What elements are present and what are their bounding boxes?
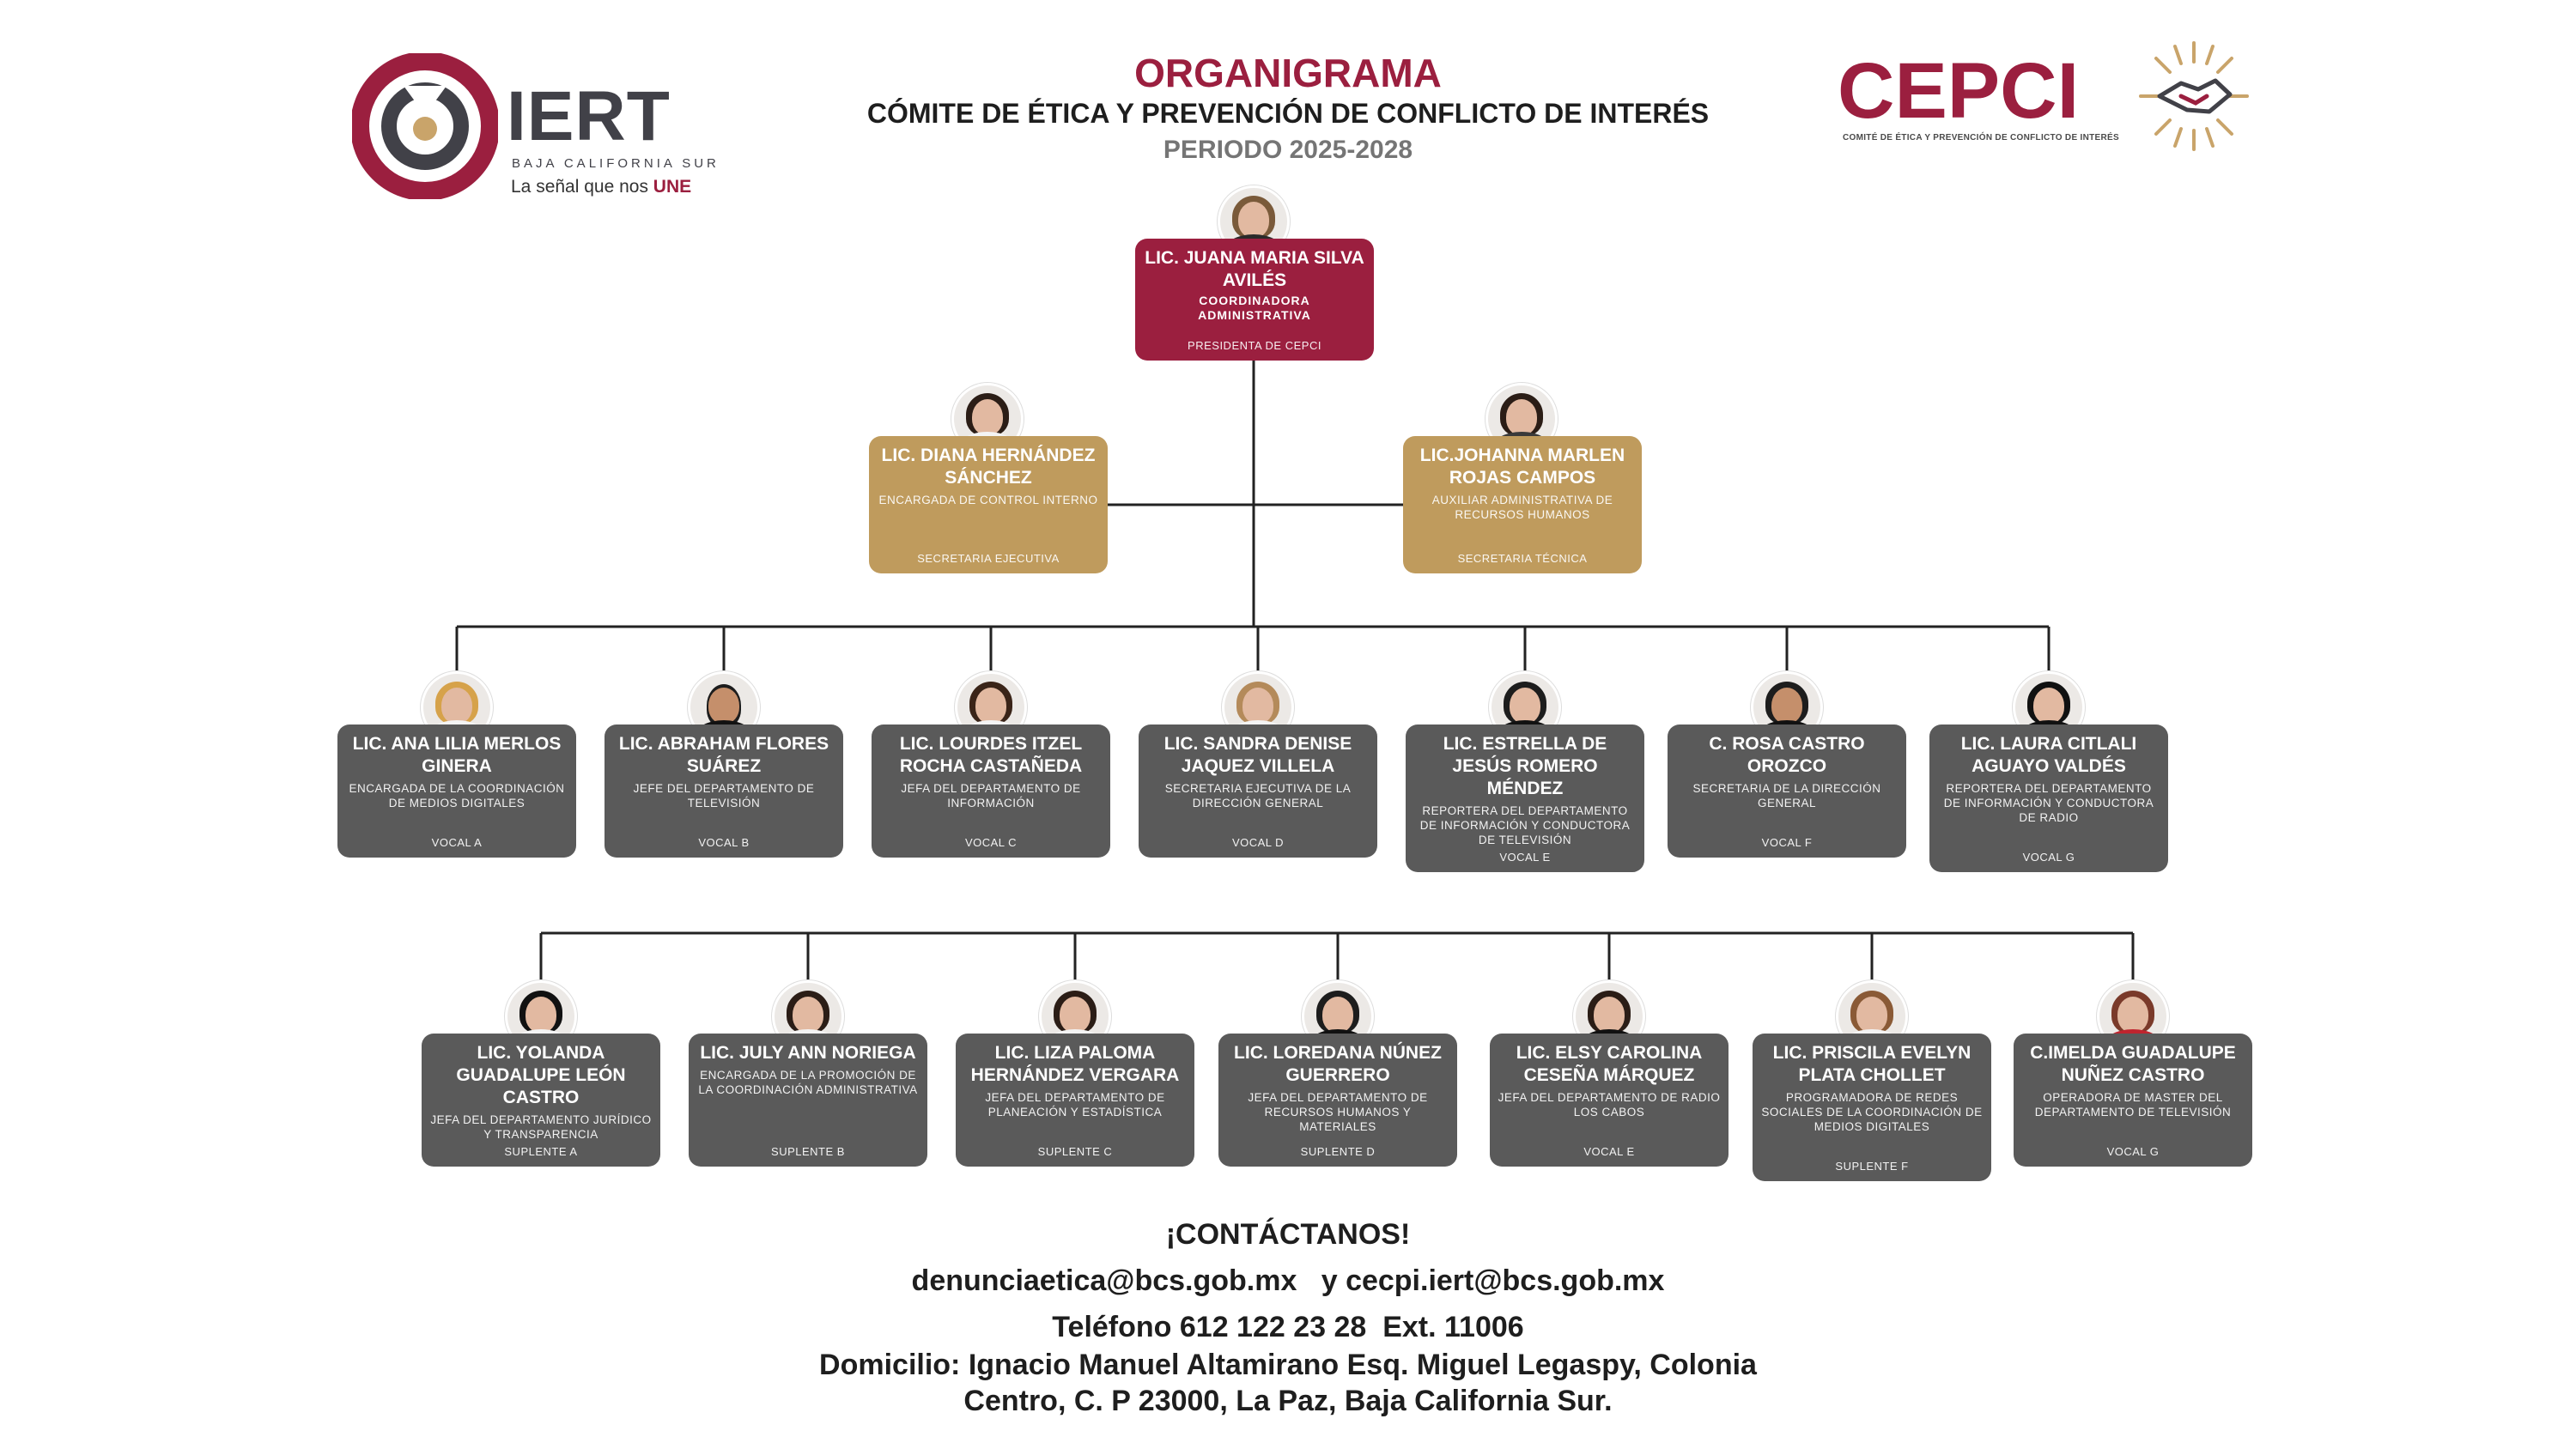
suplente-e-position: VOCAL E	[1583, 1145, 1635, 1158]
card-president: LIC. JUANA MARIA SILVA AVILÉS COORDINADO…	[1135, 239, 1374, 361]
contact-address-line-2: Centro, C. P 23000, La Paz, Baja Califor…	[963, 1385, 1613, 1417]
suplente-g-name: C.IMELDA GUADALUPE NUÑEZ CASTRO	[2030, 1043, 2236, 1085]
suplente-f-role: PROGRAMADORA DE REDES SOCIALES DE LA COO…	[1761, 1091, 1983, 1133]
suplente-e-name: LIC. ELSY CAROLINA CESEÑA MÁRQUEZ	[1516, 1043, 1703, 1085]
president-name: LIC. JUANA MARIA SILVA AVILÉS	[1145, 248, 1364, 290]
vocal-g-name: LIC. LAURA CITLALI AGUAYO VALDÉS	[1960, 734, 2137, 776]
secretary-2-role: AUXILIAR ADMINISTRATIVA DE RECURSOS HUMA…	[1431, 494, 1613, 521]
suplente-b-name: LIC. JULY ANN NORIEGA	[700, 1043, 916, 1063]
vocal-c-position: VOCAL C	[964, 836, 1018, 849]
contact-address-line-1: Domicilio: Ignacio Manuel Altamirano Esq…	[819, 1349, 1757, 1381]
page-subtitle: CÓMITE DE ÉTICA Y PREVENCIÓN DE CONFLICT…	[866, 98, 1710, 129]
secretary-1-role: ENCARGADA DE CONTROL INTERNO	[878, 494, 1098, 506]
suplente-f-name: LIC. PRISCILA EVELYN PLATA CHOLLET	[1772, 1043, 1971, 1085]
card-vocal-c: LIC. LOURDES ITZEL ROCHA CASTAÑEDA JEFA …	[872, 724, 1110, 858]
vocal-b-position: VOCAL B	[698, 836, 750, 849]
secretary-1-name: LIC. DIANA HERNÁNDEZ SÁNCHEZ	[881, 446, 1096, 488]
cepci-logo-text: CEPCI	[1838, 47, 2080, 135]
suplente-b-position: SUPLENTE B	[771, 1145, 845, 1158]
card-suplente-a: LIC. YOLANDA GUADALUPE LEÓN CASTRO JEFA …	[422, 1034, 660, 1167]
iert-logo-text: IERT	[507, 77, 671, 155]
card-suplente-g: C.IMELDA GUADALUPE NUÑEZ CASTRO OPERADOR…	[2014, 1034, 2252, 1167]
suplente-g-role: OPERADORA DE MASTER DEL DEPARTAMENTO DE …	[2034, 1091, 2232, 1119]
vocal-d-role: SECRETARIA EJECUTIVA DE LA DIRECCIÓN GEN…	[1164, 782, 1352, 809]
vocal-f-role: SECRETARIA DE LA DIRECCIÓN GENERAL	[1692, 782, 1881, 809]
secretary-2-name: LIC.JOHANNA MARLEN ROJAS CAMPOS	[1419, 446, 1625, 488]
vocal-f-position: VOCAL F	[1761, 836, 1813, 849]
card-suplente-d: LIC. LOREDANA NÚNEZ GUERRERO JEFA DEL DE…	[1218, 1034, 1457, 1167]
vocal-e-role: REPORTERA DEL DEPARTAMENTO DE INFORMACIÓ…	[1419, 804, 1631, 846]
contact-emails: denunciaetica@bcs.gob.mx y cecpi.iert@bc…	[911, 1264, 1665, 1297]
card-suplente-c: LIC. LIZA PALOMA HERNÁNDEZ VERGARA JEFA …	[956, 1034, 1194, 1167]
suplente-c-role: JEFA DEL DEPARTAMENTO DE PLANEACIÓN Y ES…	[985, 1091, 1165, 1119]
vocal-c-name: LIC. LOURDES ITZEL ROCHA CASTAÑEDA	[899, 734, 1083, 776]
card-suplente-e: LIC. ELSY CAROLINA CESEÑA MÁRQUEZ JEFA D…	[1490, 1034, 1728, 1167]
contact-heading: ¡CONTÁCTANOS!	[1165, 1218, 1411, 1251]
secretary-2-position: SECRETARIA TÉCNICA	[1457, 552, 1588, 565]
vocal-f-name: C. ROSA CASTRO OROZCO	[1709, 734, 1865, 776]
iert-logo-mark	[352, 53, 498, 199]
vocal-g-position: VOCAL G	[2022, 851, 2075, 864]
vocal-b-name: LIC. ABRAHAM FLORES SUÁREZ	[618, 734, 829, 776]
page-period: PERIODO 2025-2028	[1163, 136, 1413, 164]
card-vocal-a: LIC. ANA LILIA MERLOS GINERA ENCARGADA D…	[337, 724, 576, 858]
card-vocal-g: LIC. LAURA CITLALI AGUAYO VALDÉS REPORTE…	[1929, 724, 2168, 872]
vocal-e-position: VOCAL E	[1499, 851, 1551, 864]
suplente-a-role: JEFA DEL DEPARTAMENTO JURÍDICO Y TRANSPA…	[430, 1113, 652, 1141]
vocal-a-position: VOCAL A	[431, 836, 483, 849]
vocal-d-name: LIC. SANDRA DENISE JAQUEZ VILLELA	[1163, 734, 1352, 776]
suplente-d-position: SUPLENTE D	[1300, 1145, 1376, 1158]
suplente-d-name: LIC. LOREDANA NÚNEZ GUERRERO	[1234, 1043, 1442, 1085]
card-suplente-f: LIC. PRISCILA EVELYN PLATA CHOLLET PROGR…	[1753, 1034, 1991, 1181]
card-secretary-2: LIC.JOHANNA MARLEN ROJAS CAMPOS AUXILIAR…	[1403, 436, 1642, 573]
vocal-c-role: JEFA DEL DEPARTAMENTO DE INFORMACIÓN	[901, 782, 1081, 809]
suplente-e-role: JEFA DEL DEPARTAMENTO DE RADIO LOS CABOS	[1498, 1091, 1721, 1119]
suplente-d-role: JEFA DEL DEPARTAMENTO DE RECURSOS HUMANO…	[1248, 1091, 1428, 1133]
card-vocal-b: LIC. ABRAHAM FLORES SUÁREZ JEFE DEL DEPA…	[605, 724, 843, 858]
vocal-e-name: LIC. ESTRELLA DE JESÚS ROMERO MÉNDEZ	[1443, 734, 1607, 798]
suplente-c-position: SUPLENTE C	[1037, 1145, 1113, 1158]
card-vocal-e: LIC. ESTRELLA DE JESÚS ROMERO MÉNDEZ REP…	[1406, 724, 1644, 872]
secretary-1-position: SECRETARIA EJECUTIVA	[917, 552, 1060, 565]
iert-logo-region: BAJA CALIFORNIA SUR	[512, 156, 720, 171]
page-title: ORGANIGRAMA	[1134, 51, 1442, 95]
president-position: PRESIDENTA DE CEPCI	[1188, 339, 1321, 352]
contact-phone: Teléfono 612 122 23 28 Ext. 11006	[1052, 1311, 1524, 1343]
vocal-b-role: JEFE DEL DEPARTAMENTO DE TELEVISIÓN	[633, 782, 815, 809]
president-role: COORDINADORA ADMINISTRATIVA	[1198, 294, 1311, 322]
iert-tagline-emphasis: UNE	[653, 177, 692, 197]
suplente-g-position: VOCAL G	[2106, 1145, 2160, 1158]
suplente-f-position: SUPLENTE F	[1835, 1160, 1909, 1173]
suplente-a-name: LIC. YOLANDA GUADALUPE LEÓN CASTRO	[456, 1043, 626, 1107]
card-suplente-b: LIC. JULY ANN NORIEGA ENCARGADA DE LA PR…	[689, 1034, 927, 1167]
vocal-a-name: LIC. ANA LILIA MERLOS GINERA	[352, 734, 562, 776]
iert-tagline-prefix: La señal que nos	[511, 177, 653, 197]
suplente-a-position: SUPLENTE A	[504, 1145, 578, 1158]
vocal-g-role: REPORTERA DEL DEPARTAMENTO DE INFORMACIÓ…	[1943, 782, 2154, 824]
suplente-b-role: ENCARGADA DE LA PROMOCIÓN DE LA COORDINA…	[698, 1069, 918, 1096]
card-vocal-d: LIC. SANDRA DENISE JAQUEZ VILLELA SECRET…	[1139, 724, 1377, 858]
suplente-c-name: LIC. LIZA PALOMA HERNÁNDEZ VERGARA	[970, 1043, 1180, 1085]
vocal-d-position: VOCAL D	[1231, 836, 1285, 849]
vocal-a-role: ENCARGADA DE LA COORDINACIÓN DE MEDIOS D…	[349, 782, 565, 809]
card-vocal-f: C. ROSA CASTRO OROZCO SECRETARIA DE LA D…	[1668, 724, 1906, 858]
handshake-sunburst-icon	[2139, 41, 2249, 151]
iert-logo-tagline: La señal que nos UNE	[511, 177, 691, 197]
cepci-logo-subtitle: COMITÉ DE ÉTICA Y PREVENCIÓN DE CONFLICT…	[1843, 133, 2119, 142]
card-secretary-1: LIC. DIANA HERNÁNDEZ SÁNCHEZ ENCARGADA D…	[869, 436, 1108, 573]
